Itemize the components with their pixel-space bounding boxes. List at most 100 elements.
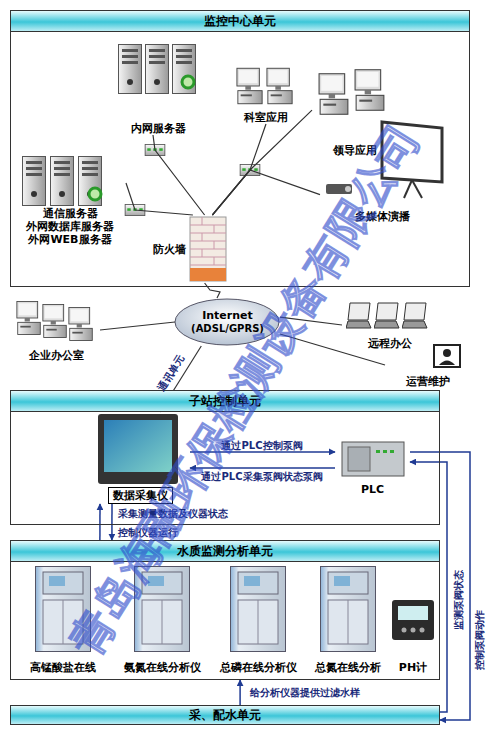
pc-icon <box>355 70 384 111</box>
analyzer-node: 高锰酸盐在线 <box>14 562 112 674</box>
multimedia-screen <box>326 122 442 198</box>
connector-line <box>100 322 175 330</box>
band-title: 采、配水单元 <box>189 709 261 722</box>
connector-line <box>410 462 447 712</box>
connector-line <box>190 451 335 453</box>
screen-leg <box>412 180 422 198</box>
laptop-icon <box>374 303 399 328</box>
terminal-frame <box>98 414 178 484</box>
edge-label: 监测泵阀状态 <box>453 570 464 630</box>
pc-icon <box>69 308 92 341</box>
operator-node: 运营维护 <box>385 342 470 388</box>
analyzer-cabinet <box>36 567 91 652</box>
plc-body <box>342 442 404 476</box>
edge-label: 通讯单元 <box>156 353 187 393</box>
node-label: PH计 <box>399 661 427 674</box>
connector-line <box>99 504 101 540</box>
server-group: 内网服务器 <box>108 40 208 135</box>
client-group: 领导应用 <box>312 65 397 157</box>
ph-meter-node: PH计 <box>390 598 436 674</box>
analyzer-node: 总氮在线分析 <box>305 562 391 674</box>
client-group: 科室应用 <box>232 62 300 124</box>
intranet-servers <box>119 45 196 94</box>
screen-leg <box>404 180 412 198</box>
outer-servers <box>23 157 102 206</box>
firewall-node: 防火墙 <box>150 215 228 283</box>
server-icon <box>119 45 142 94</box>
edge-label: 控制泵阀动作 <box>474 610 485 670</box>
server-icon <box>51 157 74 206</box>
node-label: 防火墙 <box>153 243 186 256</box>
client-group: 远程办公 <box>342 300 437 350</box>
node-label: 外网WEB服务器 <box>28 233 111 246</box>
node-label: 企业办公室 <box>29 349 84 362</box>
connector-line <box>111 504 113 540</box>
connector-line <box>239 680 241 705</box>
pc-icon <box>17 302 40 335</box>
analyzer-cabinet <box>135 567 190 652</box>
ph-meter <box>392 600 434 640</box>
connector-line <box>153 135 205 215</box>
edge-label: 通过PLC采集泵阀状态泵阀 <box>201 471 322 482</box>
wall-body <box>190 217 226 281</box>
plc-light <box>383 450 387 453</box>
analyzer-node: 氨氮在线分析仪 <box>114 562 211 674</box>
operator-frame <box>434 345 460 367</box>
unit-band: 监控中心单元内网服务器科室应用领导应用通信服务器外网数据库服务器外网WEB服务器… <box>10 10 470 287</box>
internet-cloud-node: Internet(ADSL/GPRS) <box>175 298 280 346</box>
status-ring <box>182 76 194 88</box>
server-icon <box>146 45 169 94</box>
ph-button <box>402 628 407 633</box>
plc-module <box>348 447 370 471</box>
projection-screen <box>382 122 442 182</box>
connector-line <box>280 334 385 365</box>
pc-icon <box>267 68 292 103</box>
node-label: (ADSL/GPRS) <box>191 322 264 335</box>
unit-band: 子站控制单元数据采集仪PLC <box>10 390 440 525</box>
client-group: 企业办公室 <box>12 298 100 362</box>
node-label: PLC <box>361 483 384 496</box>
edge-label: 采集测量数据及仪器状态 <box>118 508 228 519</box>
connector-line <box>280 317 342 325</box>
status-ring <box>89 188 101 200</box>
terminal-screen <box>104 420 172 472</box>
node-label: 内网服务器 <box>131 122 186 135</box>
connector-line <box>126 183 193 215</box>
node-label: Internet <box>202 309 253 322</box>
ph-body <box>392 600 434 640</box>
plc-light <box>376 450 380 453</box>
analyzer-cabinet <box>231 567 286 652</box>
node-label: 领导应用 <box>333 144 377 157</box>
connector-line <box>160 346 201 412</box>
internet-cloud <box>175 299 279 345</box>
server-group: 通信服务器外网数据库服务器外网WEB服务器 <box>14 156 126 246</box>
wall-bricks <box>190 217 226 265</box>
node-label: 高锰酸盐在线 <box>30 661 96 674</box>
laptop-icon <box>346 303 371 328</box>
node-label: 通信服务器 <box>43 207 98 220</box>
ph-display <box>398 606 428 620</box>
plc-light <box>390 450 394 453</box>
node-label: 科室应用 <box>244 111 288 124</box>
node-label: 远程办公 <box>368 337 412 350</box>
connector-line <box>410 452 470 720</box>
pc-icon <box>237 68 262 103</box>
firewall-wall <box>190 217 226 281</box>
node-label: 总氮在线分析 <box>315 661 381 674</box>
pc-icon <box>43 305 66 338</box>
connector-line <box>190 467 335 469</box>
node-label: 氨氮在线分析仪 <box>124 661 201 674</box>
connector-line <box>205 283 220 298</box>
edge-label: 给分析仪器提供过滤水样 <box>250 687 360 698</box>
server-icon <box>79 157 102 206</box>
projector-lens <box>345 186 351 192</box>
band-title: 水质监测分析单元 <box>11 541 439 562</box>
ph-button <box>420 628 425 633</box>
plc-node: PLC <box>335 438 410 496</box>
operator-body <box>439 361 455 366</box>
data-terminal <box>98 414 178 484</box>
